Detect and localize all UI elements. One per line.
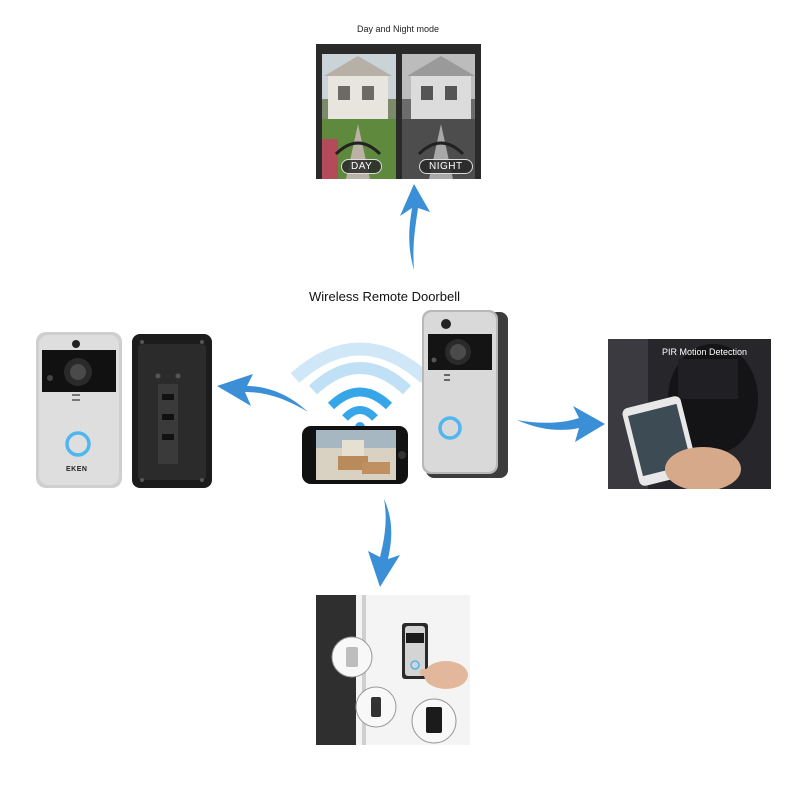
- day-badge: DAY: [341, 159, 383, 174]
- day-night-photo: DAY NIGHT: [316, 44, 481, 179]
- doorbell-left-image: [36, 332, 122, 488]
- arrow-left-icon: [217, 374, 308, 412]
- eken-brand-label: EKEN: [66, 466, 88, 473]
- arrow-down-icon: [368, 499, 400, 587]
- center-title: Wireless Remote Doorbell: [309, 289, 460, 304]
- night-badge: NIGHT: [419, 159, 473, 174]
- smartphone-image: [302, 426, 408, 484]
- pir-caption: PIR Motion Detection: [662, 347, 748, 357]
- day-night-caption: Day and Night mode: [357, 24, 440, 34]
- arrow-up-icon: [400, 184, 430, 270]
- doorbell-back-plate-image: [132, 334, 212, 488]
- doorbell-front-image: [422, 310, 508, 478]
- wifi-icon: [290, 342, 430, 432]
- pir-motion-photo: PIR Motion Detection: [608, 339, 771, 489]
- arrow-right-icon: [517, 406, 605, 442]
- installation-photo: [316, 595, 470, 745]
